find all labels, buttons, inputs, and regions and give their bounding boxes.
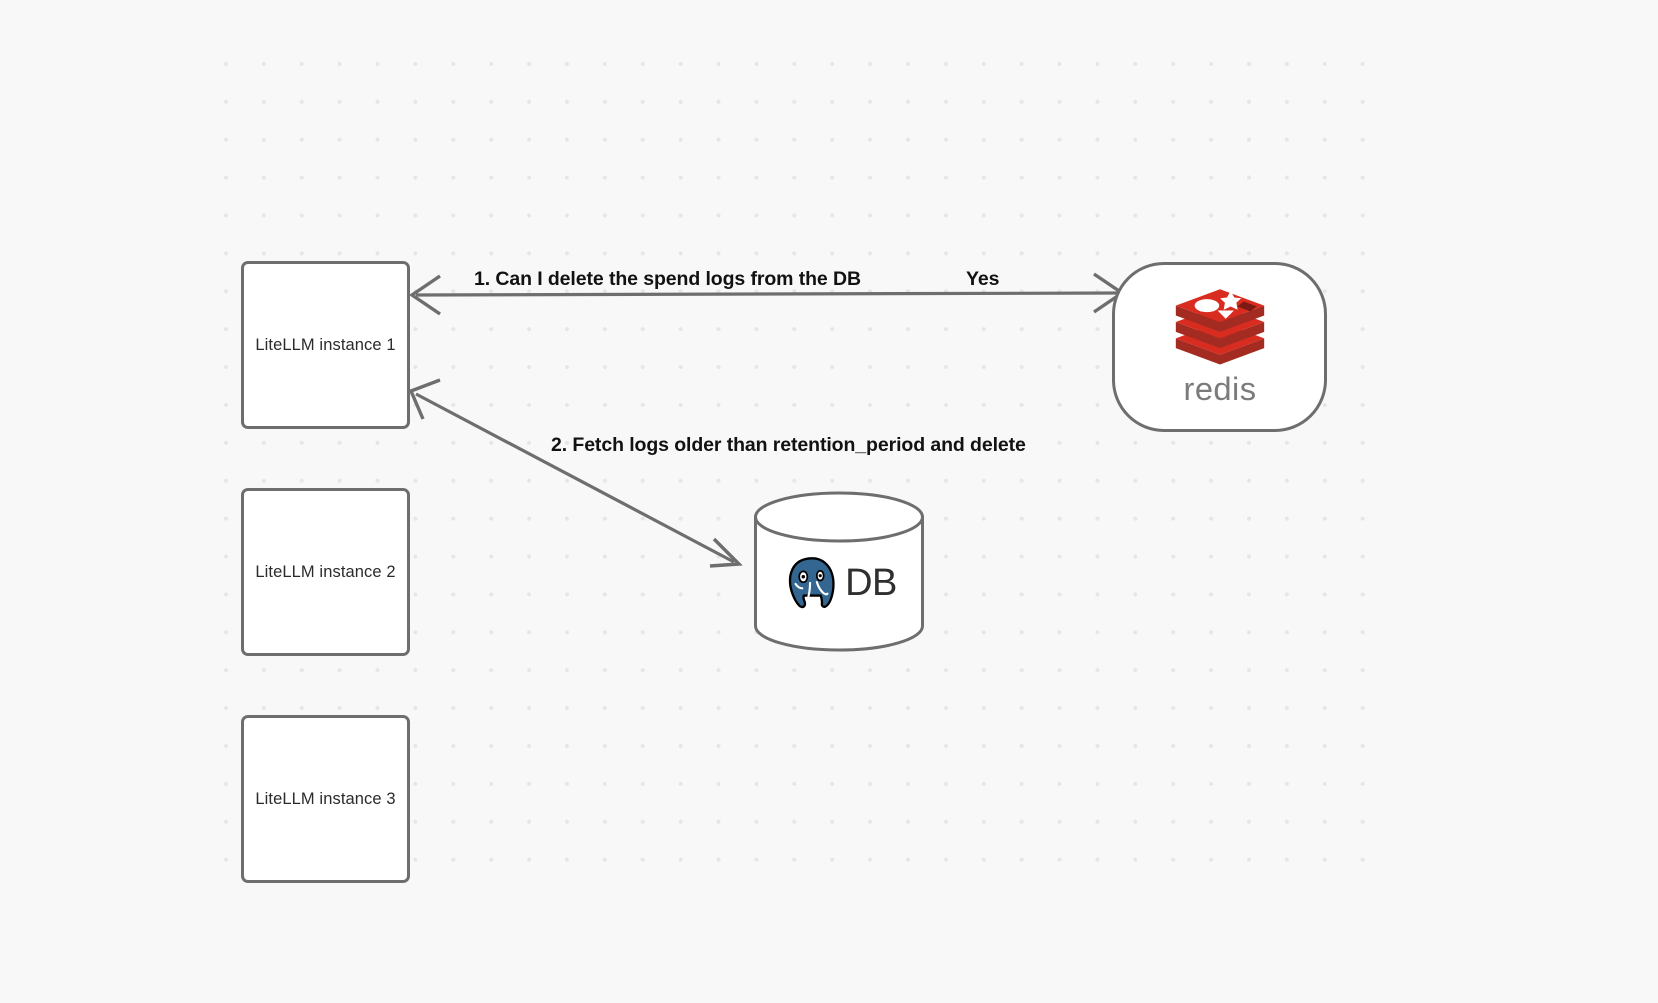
edge-litellm1-db <box>408 378 743 568</box>
edge-label-yes: Yes <box>966 268 1000 290</box>
redis-logo-mark <box>1175 289 1264 365</box>
svg-text:redis: redis <box>1183 372 1256 407</box>
node-label: LiteLLM instance 2 <box>255 562 396 581</box>
node-label: LiteLLM instance 1 <box>255 335 396 354</box>
redis-logo-icon: redis <box>1145 286 1295 408</box>
cylinder-shape <box>754 491 924 652</box>
db-label: DB <box>845 562 897 604</box>
node-database[interactable]: DB <box>753 491 925 652</box>
node-label: LiteLLM instance 3 <box>255 789 396 808</box>
edge-label-step1: 1. Can I delete the spend logs from the … <box>474 268 861 290</box>
node-litellm-instance-2[interactable]: LiteLLM instance 2 <box>241 488 410 656</box>
node-litellm-instance-1[interactable]: LiteLLM instance 1 <box>241 261 410 429</box>
edge-label-step2: 2. Fetch logs older than retention_perio… <box>551 434 1026 456</box>
node-litellm-instance-3[interactable]: LiteLLM instance 3 <box>241 715 410 883</box>
node-redis[interactable]: redis <box>1112 262 1327 432</box>
redis-wordmark: redis <box>1183 372 1256 407</box>
postgresql-elephant-icon <box>787 556 835 609</box>
